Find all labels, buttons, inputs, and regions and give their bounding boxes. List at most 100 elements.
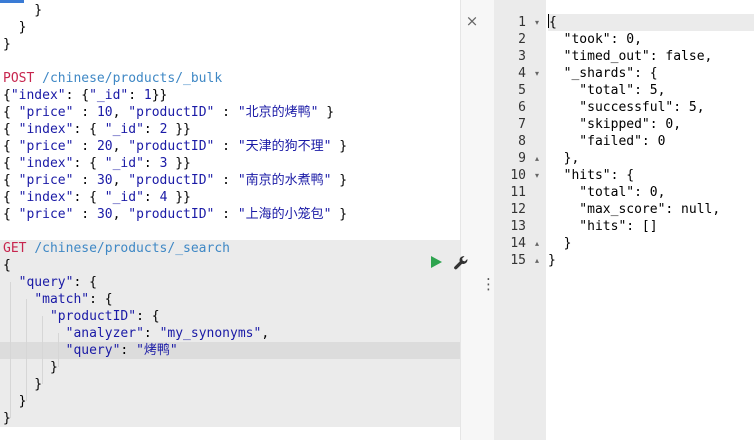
code-token: : [73,207,97,222]
code-line[interactable]: { "index": { "_id": 3 }} [0,155,460,172]
pane-divider[interactable] [460,0,494,440]
code-token: { [3,156,19,171]
response-line: "failed": 0 [548,133,754,150]
line-number: 8 [518,134,526,149]
code-token: : { [73,190,105,205]
response-line: } [548,252,754,269]
more-options-icon[interactable]: ⋮ [481,275,496,293]
code-token: }} [167,190,191,205]
code-line[interactable]: { "price" : 20, "productID" : "天津的狗不理" } [0,138,460,155]
code-line[interactable]: "match": { [0,291,460,308]
close-icon[interactable]: × [465,12,479,30]
code-token: "index" [18,156,74,171]
code-line[interactable]: "query": { [0,274,460,291]
gutter-row: 3 [494,48,546,65]
line-number: 2 [518,32,526,47]
code-token: /chinese/products/_search [34,241,230,256]
text-caret [548,14,549,28]
code-token [3,292,34,307]
code-token: { [3,139,19,154]
code-token: "query" [65,343,121,358]
code-token: "_id" [104,122,144,137]
gutter-row: 5 [494,82,546,99]
code-token: }} [151,88,168,103]
fold-toggle-icon[interactable]: ▾ [534,171,539,180]
code-line[interactable]: { "index": { "_id": 4 }} [0,189,460,206]
code-token: "_id" [104,190,144,205]
fold-toggle-icon[interactable]: ▴ [534,154,539,163]
code-line[interactable]: GET /chinese/products/_search [0,240,460,257]
response-text: "took": 0, [548,32,642,47]
code-line[interactable]: } [0,2,460,19]
code-token: "analyzer" [65,326,144,341]
code-token [3,343,66,358]
line-number: 14 [510,236,526,251]
code-token: } [3,360,58,375]
code-line[interactable]: POST /chinese/products/_bulk [0,70,460,87]
fold-toggle-icon[interactable]: ▾ [534,69,539,78]
code-token: : [214,105,238,120]
response-viewer[interactable]: 1▾{2 "took": 0,3 "timed_out": false,4▾ "… [494,0,754,440]
code-token: POST [3,71,35,86]
gutter-row: 2 [494,31,546,48]
code-line[interactable]: { "index": { "_id": 2 }} [0,121,460,138]
code-line[interactable]: } [0,376,460,393]
code-line[interactable]: } [0,359,460,376]
fold-toggle-icon[interactable]: ▾ [534,18,539,27]
code-line[interactable]: } [0,410,460,427]
code-token: { [3,258,11,273]
code-line[interactable]: { "price" : 30, "productID" : "上海的小笼包" } [0,206,460,223]
response-line: "took": 0, [548,31,754,48]
gutter-row: 11 [494,184,546,201]
line-number: 5 [518,83,526,98]
response-text: "hits": [] [548,219,658,234]
line-number: 10 [510,168,526,183]
code-token: "productID" [128,173,215,188]
response-text: } [548,236,572,251]
gutter-row: 9▴ [494,150,546,167]
code-line[interactable]: { "price" : 30, "productID" : "南京的水煮鸭" } [0,172,460,189]
code-token [3,326,66,341]
code-line[interactable]: } [0,19,460,36]
code-token: "上海的小笼包" [237,207,332,222]
code-token: "productID" [128,139,215,154]
gutter-row: 7 [494,116,546,133]
response-line: "hits": { [548,167,754,184]
code-token: , [112,139,129,154]
response-text: "skipped": 0, [548,117,682,132]
indent-guide [10,282,11,418]
response-line: "_shards": { [548,65,754,82]
code-line[interactable]: } [0,393,460,410]
code-line[interactable]: "productID": { [0,308,460,325]
code-line[interactable]: { [0,257,460,274]
code-token: } [3,20,27,35]
code-token: { [3,105,19,120]
code-token: { [3,207,19,222]
line-number: 3 [518,49,526,64]
code-line[interactable]: { "price" : 10, "productID" : "北京的烤鸭" } [0,104,460,121]
code-line[interactable]: {"index": {"_id": 1}} [0,87,460,104]
fold-toggle-icon[interactable]: ▴ [534,239,539,248]
play-icon[interactable] [428,254,444,270]
code-token: "productID" [128,105,215,120]
code-line[interactable]: "analyzer": "my_synonyms", [0,325,460,342]
code-token: "天津的狗不理" [237,139,332,154]
line-number: 6 [518,100,526,115]
request-editor[interactable]: } }}POST /chinese/products/_bulk{"index"… [0,0,460,440]
code-token: : { [73,122,105,137]
code-token: } [3,394,27,409]
code-token: 2 [159,122,168,137]
wrench-icon[interactable] [452,254,470,272]
code-token: } [318,105,335,120]
response-text: "failed": 0 [548,134,666,149]
code-line[interactable]: "query": "烤鸭" [0,342,460,359]
code-line[interactable]: } [0,36,460,53]
code-token: 4 [159,190,168,205]
code-token: "productID" [128,207,215,222]
response-line: "total": 5, [548,82,754,99]
fold-toggle-icon[interactable]: ▴ [534,256,539,265]
code-token: 30 [96,207,113,222]
code-token: } [3,37,11,52]
gutter-row: 1▾ [494,14,546,31]
code-token: 20 [96,139,113,154]
